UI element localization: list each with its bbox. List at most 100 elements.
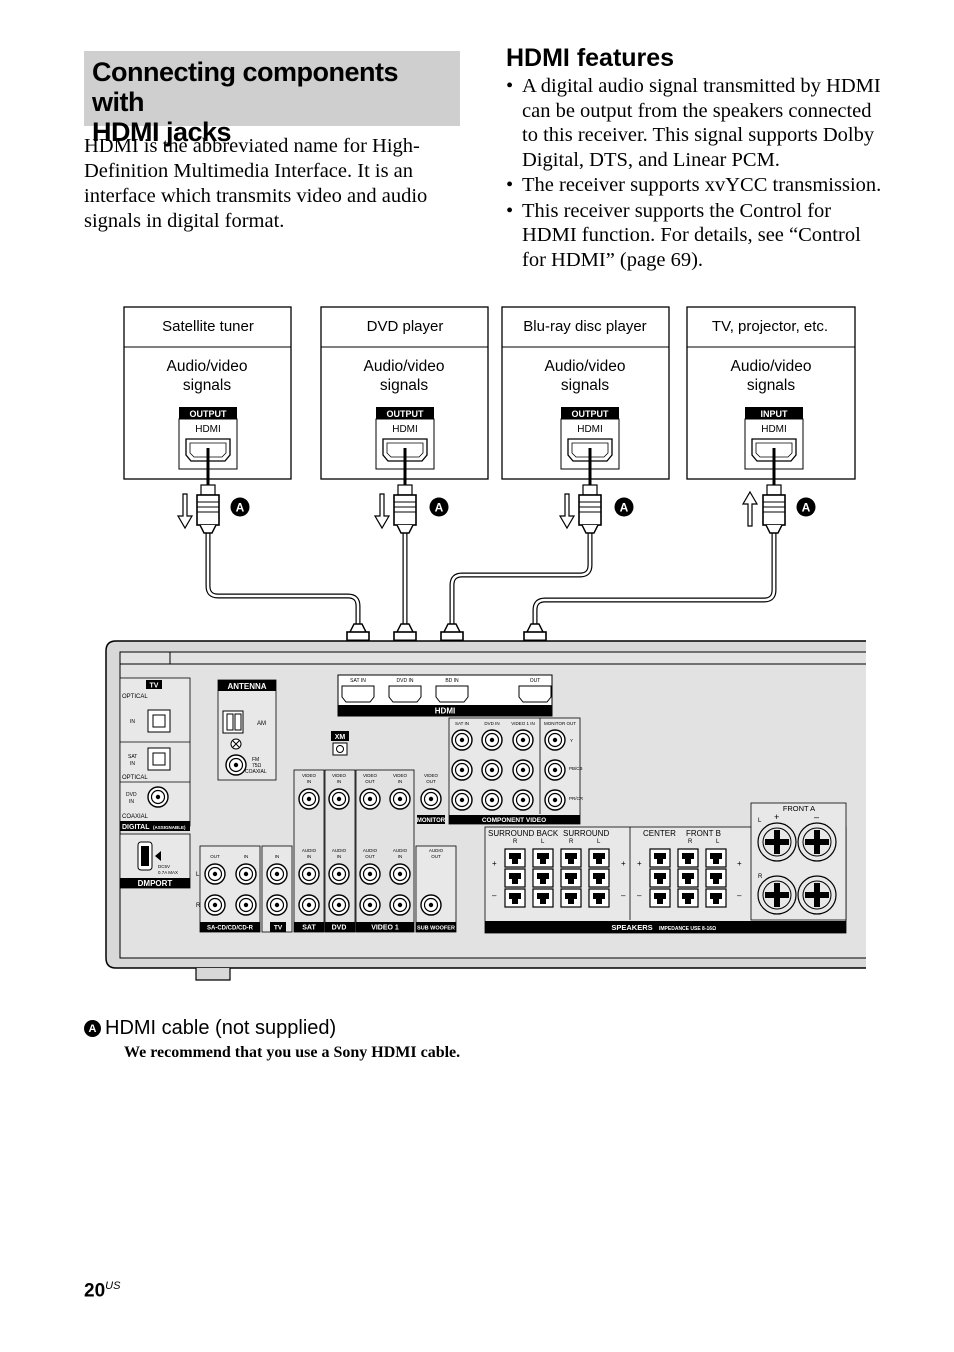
- page-region: US: [105, 1280, 121, 1292]
- svg-text:L: L: [716, 839, 720, 845]
- svg-text:+: +: [637, 859, 642, 868]
- features-list: •A digital audio signal transmitted by H…: [506, 74, 888, 273]
- coaxial-jack-icon: [147, 786, 169, 808]
- svg-text:–: –: [814, 812, 819, 822]
- port-type: HDMI: [392, 424, 418, 435]
- svg-text:OUT: OUT: [365, 779, 375, 784]
- svg-text:–: –: [637, 891, 642, 900]
- section-title-line1: Connecting components with: [92, 57, 399, 117]
- svg-text:–: –: [737, 891, 742, 900]
- device-signals-line2: signals: [380, 377, 428, 394]
- port-type: HDMI: [195, 424, 221, 435]
- hdmi-plug-icon: [393, 484, 417, 534]
- svg-text:DVD IN: DVD IN: [484, 721, 499, 726]
- svg-text:IN: IN: [337, 854, 342, 859]
- svg-text:IN: IN: [129, 799, 134, 805]
- svg-text:OUT: OUT: [210, 854, 220, 859]
- svg-text:IN: IN: [130, 761, 135, 767]
- cable-marker-a: A: [84, 1020, 101, 1037]
- svg-text:AUDIO: AUDIO: [363, 848, 378, 853]
- port-type: HDMI: [761, 424, 787, 435]
- signal-flow-up-icon: [742, 491, 758, 527]
- intro-paragraph: HDMI is the abbreviated name for High-De…: [84, 135, 428, 232]
- svg-text:COAXIAL: COAXIAL: [122, 814, 149, 820]
- svg-text:–: –: [621, 891, 626, 900]
- svg-text:VIDEO: VIDEO: [332, 773, 347, 778]
- svg-text:+: +: [492, 859, 497, 868]
- monitor-label: MONITOR: [417, 818, 446, 824]
- svg-text:COAXIAL: COAXIAL: [245, 769, 267, 775]
- svg-text:OUT: OUT: [431, 854, 441, 859]
- svg-text:R: R: [688, 839, 693, 845]
- page-number: 20US: [84, 1280, 121, 1302]
- svg-text:IN: IN: [337, 779, 342, 784]
- svg-text:DVD: DVD: [126, 792, 137, 798]
- hdmi-cables: [205, 448, 777, 624]
- svg-text:MONITOR OUT: MONITOR OUT: [544, 721, 576, 726]
- device-dvd-player: DVD player Audio/video signals OUTPUT HD…: [320, 306, 489, 480]
- device-tv-projector: TV, projector, etc. Audio/video signals …: [686, 306, 856, 480]
- svg-text:PB/CB: PB/CB: [569, 766, 583, 771]
- svg-text:75Ω: 75Ω: [252, 763, 262, 769]
- svg-text:R: R: [196, 903, 201, 909]
- svg-text:VIDEO: VIDEO: [393, 773, 408, 778]
- svg-text:Y: Y: [570, 738, 573, 743]
- svg-text:IN: IN: [275, 854, 280, 859]
- xm-label: XM: [335, 734, 346, 741]
- device-name: DVD player: [367, 318, 444, 335]
- hdmi-port-label: DVD IN: [397, 678, 414, 684]
- speakers-label: SPEAKERS: [611, 923, 652, 932]
- feature-item: •The receiver supports xvYCC transmissio…: [506, 174, 882, 196]
- svg-text:OPTICAL: OPTICAL: [122, 694, 148, 700]
- svg-text:R: R: [758, 874, 763, 880]
- device-signals-line2: signals: [747, 377, 795, 394]
- svg-text:IN: IN: [307, 854, 312, 859]
- antenna-label: ANTENNA: [227, 682, 266, 691]
- svg-text:DIGITAL: DIGITAL: [122, 824, 150, 831]
- legend-note: We recommend that you use a Sony HDMI ca…: [124, 1044, 461, 1061]
- svg-text:L: L: [196, 872, 200, 878]
- svg-text:SURROUND BACK: SURROUND BACK: [488, 829, 559, 838]
- device-signals-line2: signals: [561, 377, 609, 394]
- svg-text:A: A: [802, 501, 811, 515]
- svg-text:FM: FM: [252, 757, 259, 763]
- device-signals-line2: signals: [183, 377, 231, 394]
- hdmi-port-label: SAT IN: [350, 678, 366, 684]
- svg-text:0.7A MAX: 0.7A MAX: [158, 870, 178, 875]
- legend-label: HDMI cable (not supplied): [105, 1017, 337, 1039]
- device-signals-line1: Audio/video: [730, 358, 811, 375]
- signal-flow-down-icon: [177, 493, 193, 529]
- impedance-label: IMPEDANCE USE 8-16Ω: [659, 926, 716, 932]
- cable-marker-a: A: [614, 497, 634, 517]
- svg-text:+: +: [774, 812, 779, 822]
- features-title: HDMI features: [506, 44, 675, 72]
- svg-text:FRONT A: FRONT A: [783, 804, 815, 813]
- svg-text:VIDEO: VIDEO: [302, 773, 317, 778]
- svg-text:A: A: [435, 501, 444, 515]
- svg-text:OPTICAL: OPTICAL: [122, 775, 148, 781]
- svg-text:SA-CD/CD/CD-R: SA-CD/CD/CD-R: [207, 926, 254, 932]
- svg-text:SURROUND: SURROUND: [563, 829, 609, 838]
- fm-antenna-jack-icon: [225, 754, 247, 776]
- svg-text:SAT IN: SAT IN: [455, 721, 469, 726]
- device-name: Satellite tuner: [162, 318, 254, 335]
- svg-text:IN: IN: [130, 719, 135, 725]
- hdmi-port-label: BD IN: [445, 678, 459, 684]
- section-header: Connecting components with HDMI jacks: [84, 51, 460, 147]
- svg-text:AUDIO: AUDIO: [429, 848, 444, 853]
- port-type: HDMI: [577, 424, 603, 435]
- svg-text:FRONT B: FRONT B: [686, 829, 721, 838]
- svg-text:IN: IN: [244, 854, 249, 859]
- svg-text:IN: IN: [398, 779, 403, 784]
- svg-text:TV: TV: [274, 925, 283, 932]
- svg-text:AUDIO: AUDIO: [332, 848, 347, 853]
- device-bluray-player: Blu-ray disc player Audio/video signals …: [501, 306, 670, 480]
- svg-text:+: +: [737, 859, 742, 868]
- svg-text:PR/CR: PR/CR: [569, 796, 584, 801]
- device-name: TV, projector, etc.: [712, 318, 828, 335]
- svg-text:R: R: [513, 839, 518, 845]
- signal-flow-down-icon: [374, 493, 390, 529]
- svg-text:DC5V: DC5V: [158, 864, 170, 869]
- cable-marker-a: A: [796, 497, 816, 517]
